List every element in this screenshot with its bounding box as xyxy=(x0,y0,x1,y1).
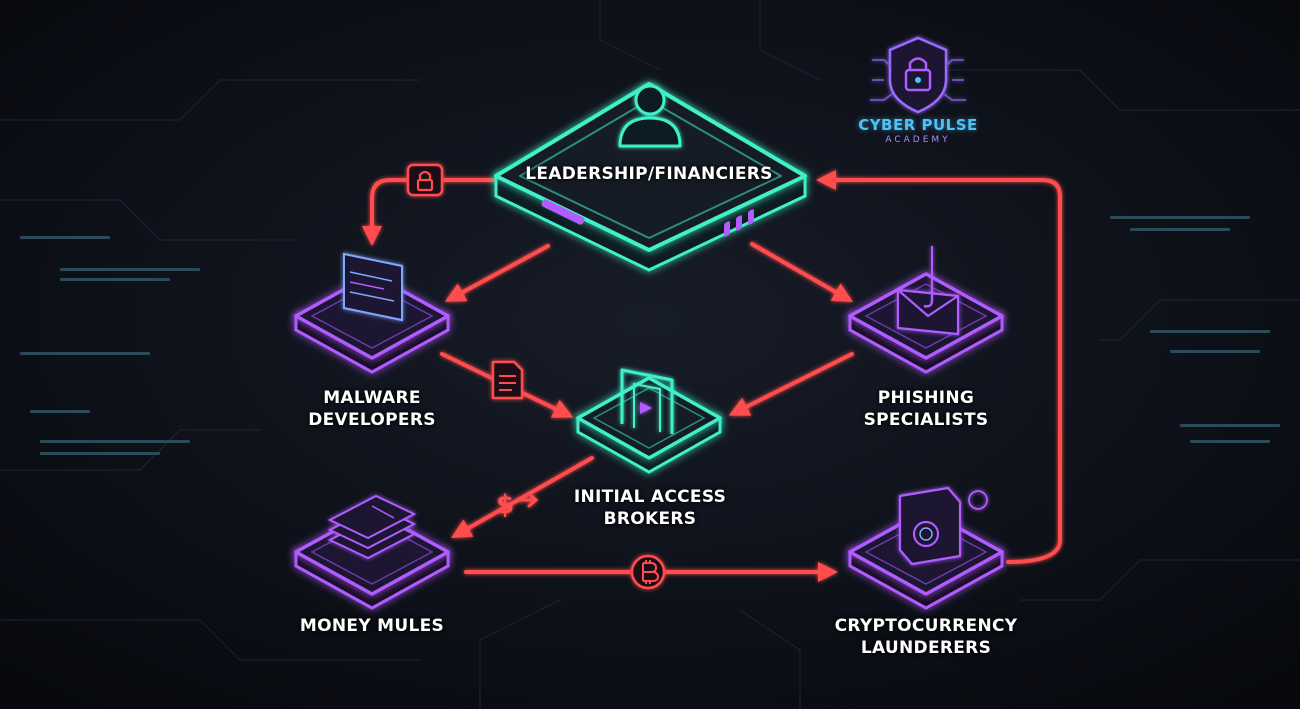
label-leadership-line-1: LEADERSHIP/FINANCIERS xyxy=(525,164,773,184)
brand-logo: CYBER PULSE ACADEMY xyxy=(843,116,993,146)
person-icon xyxy=(618,84,682,148)
label-brokers-line-2: BROKERS xyxy=(603,509,697,529)
label-phishing-line-2: SPECIALISTS xyxy=(863,410,989,430)
label-launderers-line-1: CRYPTOCURRENCY xyxy=(834,616,1018,636)
code-background xyxy=(20,216,1280,455)
cash-stack-icon xyxy=(327,494,417,560)
label-brokers-line-1: INITIAL ACCESS xyxy=(573,487,727,507)
label-malware: MALWARE DEVELOPERS xyxy=(302,387,442,431)
arrow-leadership-to-malware xyxy=(362,178,498,246)
arrow-brokers-to-mules xyxy=(451,456,594,538)
node-leadership xyxy=(494,82,807,272)
node-brokers xyxy=(576,368,722,474)
label-launderers: CRYPTOCURRENCY LAUNDERERS xyxy=(824,615,1028,659)
label-malware-line-2: DEVELOPERS xyxy=(308,410,436,430)
arrow-launderers-to-leadership xyxy=(816,170,1062,564)
arrow-phishing-to-brokers xyxy=(728,352,854,416)
bitcoin-icon xyxy=(630,554,666,590)
brand-subtitle: ACADEMY xyxy=(885,135,951,145)
brand-name: CYBER PULSE xyxy=(858,116,978,134)
dollar-symbol: $ xyxy=(496,490,514,520)
label-phishing: PHISHING SPECIALISTS xyxy=(848,387,1004,431)
document-icon xyxy=(491,360,524,400)
code-window-icon xyxy=(343,252,403,322)
lock-icon xyxy=(406,163,444,197)
node-launderers xyxy=(848,486,1004,610)
dollar-transfer-icon: $ xyxy=(496,490,539,520)
node-phishing xyxy=(848,246,1004,374)
label-mules: MONEY MULES xyxy=(292,615,452,637)
node-malware xyxy=(294,252,450,374)
label-mules-line-1: MONEY MULES xyxy=(299,616,445,636)
doorway-icon xyxy=(620,368,674,434)
arrow-leadership-to-phishing xyxy=(750,242,853,302)
washing-machine-icon xyxy=(898,486,988,566)
brand-logo-icon xyxy=(870,36,966,114)
label-malware-line-1: MALWARE xyxy=(323,388,421,408)
node-mules xyxy=(294,494,450,610)
label-brokers: INITIAL ACCESS BROKERS xyxy=(560,486,740,530)
label-launderers-line-2: LAUNDERERS xyxy=(860,638,992,658)
label-phishing-line-1: PHISHING xyxy=(877,388,975,408)
arrow-leadership-to-malware-diagonal xyxy=(444,244,550,302)
label-leadership: LEADERSHIP/FINANCIERS xyxy=(519,163,779,185)
hook-envelope-icon xyxy=(896,246,960,336)
